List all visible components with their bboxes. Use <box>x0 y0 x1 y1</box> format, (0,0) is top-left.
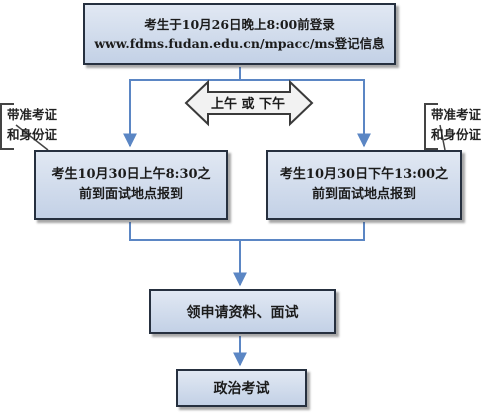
morning-report-line2: 前到面试地点报到 <box>78 187 183 202</box>
interview-step-box: 领申请资料、面试 <box>149 289 336 334</box>
afternoon-report-box: 考生10月30日下午13:00之 前到面试地点报到 <box>266 150 462 220</box>
left-note: 带准考证 和身份证 <box>0 103 58 150</box>
left-note-line1: 带准考证 <box>7 107 58 122</box>
politics-exam-box: 政治考试 <box>176 369 307 407</box>
double-arrow-shape <box>184 79 314 127</box>
left-note-pointer <box>15 124 49 151</box>
left-note-line2: 和身份证 <box>7 127 58 142</box>
afternoon-report-line2: 前到面试地点报到 <box>311 187 416 202</box>
login-step-line1: 考生于10月26日晚上8:00前登录 <box>144 17 335 32</box>
morning-report-box: 考生10月30日上午8:30之 前到面试地点报到 <box>34 150 228 220</box>
login-step-box: 考生于10月26日晚上8:00前登录 www.fdms.fudan.edu.cn… <box>83 3 396 65</box>
right-note-line2: 和身份证 <box>431 127 482 142</box>
interview-step-text: 领申请资料、面试 <box>186 304 299 321</box>
politics-exam-text: 政治考试 <box>213 381 270 397</box>
connector-right-merge <box>240 222 365 241</box>
connector-top-left <box>123 67 241 148</box>
afternoon-report-line1: 考生10月30日下午13:00之 <box>279 167 449 182</box>
right-note-line1: 带准考证 <box>431 107 482 122</box>
login-step-line2: www.fdms.fudan.edu.cn/mpacc/ms登记信息 <box>94 36 385 51</box>
right-note: 带准考证 和身份证 <box>424 103 482 150</box>
connector-left-merge <box>129 222 240 241</box>
connector-top-right <box>240 79 371 148</box>
right-note-pointer <box>439 124 446 151</box>
double-arrow-label: 上午 或 下午 <box>210 97 286 112</box>
morning-report-line1: 考生10月30日上午8:30之 <box>51 167 211 182</box>
